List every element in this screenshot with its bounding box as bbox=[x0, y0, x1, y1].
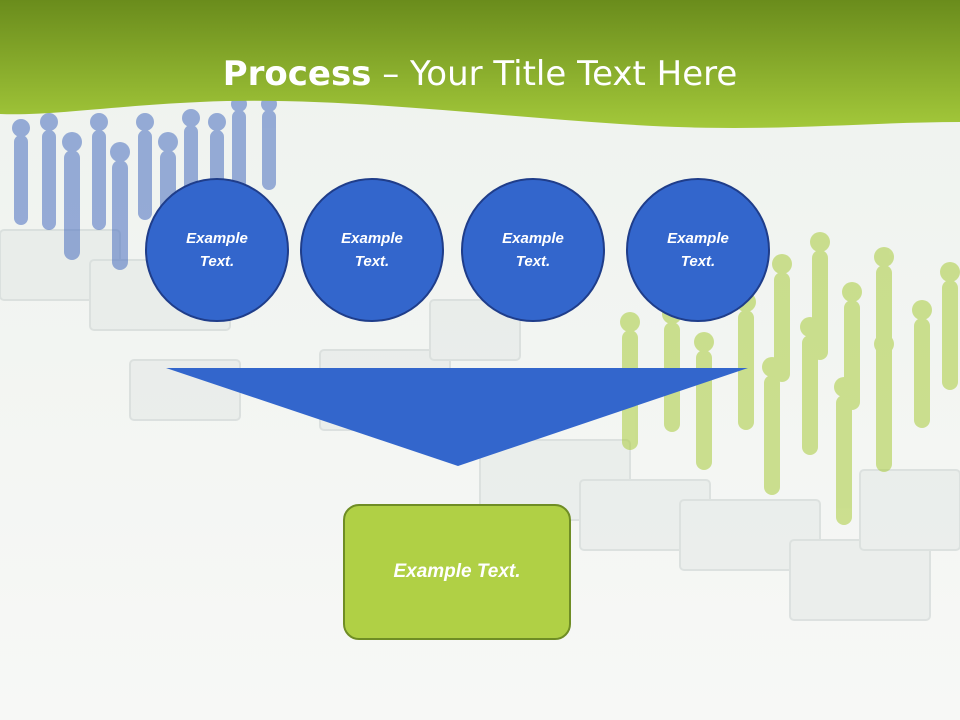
step-circle-4: Example Text. bbox=[626, 178, 770, 322]
result-box: Example Text. bbox=[343, 504, 571, 640]
step-circle-2: Example Text. bbox=[300, 178, 444, 322]
step-circle-1: Example Text. bbox=[145, 178, 289, 322]
green-figures bbox=[620, 232, 960, 525]
step-circle-3: Example Text. bbox=[461, 178, 605, 322]
title-rest: – Your Title Text Here bbox=[371, 54, 738, 94]
title-bold: Process bbox=[222, 54, 372, 94]
slide-title: Process – Your Title Text Here bbox=[0, 52, 960, 96]
funnel-arrow bbox=[166, 368, 748, 466]
header-banner bbox=[0, 0, 960, 128]
